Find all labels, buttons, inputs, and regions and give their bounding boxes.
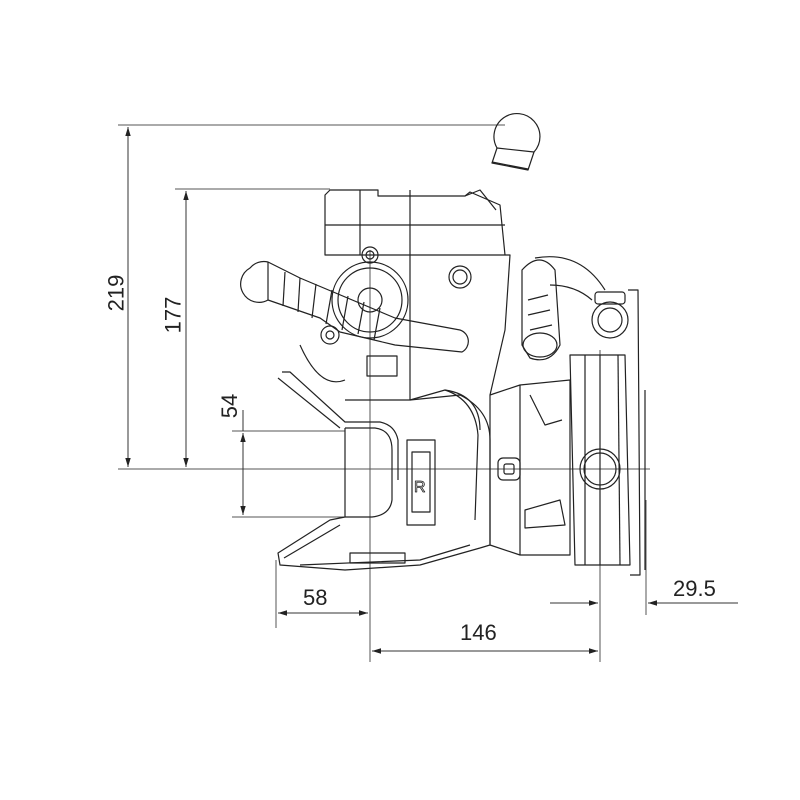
logo-plate-upper — [366, 355, 398, 377]
extension-lines — [118, 124, 650, 662]
dimension-lines — [125, 127, 738, 654]
handle-lever — [240, 260, 469, 353]
hydraulic-cylinder — [521, 256, 629, 361]
upper-jaw — [277, 344, 481, 480]
lock-disc — [331, 246, 409, 339]
dim-body-height: 177 — [160, 296, 186, 334]
dim-pin-to-flange: 146 — [460, 620, 497, 645]
dim-overall-height: 219 — [103, 274, 129, 312]
jaw-mouth — [344, 427, 393, 518]
dim-jaw-depth: 58 — [303, 585, 328, 610]
rear-flange — [489, 289, 646, 576]
dim-flange-thickness: 29.5 — [673, 576, 716, 601]
dim-jaw-opening: 54 — [217, 393, 243, 419]
ball-icon — [491, 113, 541, 171]
upper-housing — [324, 189, 511, 400]
logo-letter: R — [414, 479, 426, 496]
lower-jaw — [277, 516, 481, 571]
